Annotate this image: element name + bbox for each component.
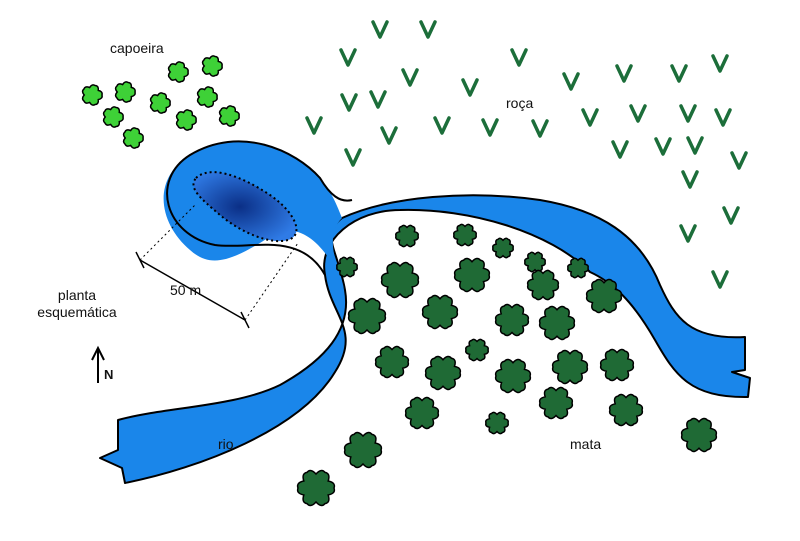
dark-tree-icon (538, 386, 574, 420)
dark-tree-icon (395, 224, 419, 248)
v-shaped-plant-icon (419, 20, 437, 39)
v-shaped-plant-icon (461, 78, 479, 97)
dark-tree-icon (404, 396, 440, 430)
v-shaped-plant-icon (344, 148, 362, 167)
dark-tree-icon (374, 345, 410, 379)
dark-tree-icon (608, 393, 644, 427)
dark-tree-icon (494, 358, 532, 394)
capoeira-shrubs (81, 55, 240, 149)
light-shrub-icon (167, 61, 189, 83)
v-shaped-plant-icon (679, 104, 697, 123)
dark-tree-icon (526, 269, 560, 301)
v-shaped-plant-icon (531, 119, 549, 138)
v-shaped-plant-icon (481, 118, 499, 137)
capoeira-label: capoeira (110, 40, 164, 56)
dark-tree-icon (465, 338, 489, 362)
dark-tree-icon (453, 257, 491, 293)
v-shaped-plant-icon (615, 64, 633, 83)
v-shaped-plant-icon (679, 224, 697, 243)
dark-tree-icon (347, 297, 387, 335)
mata-label: mata (570, 436, 602, 452)
dark-tree-icon (485, 411, 509, 435)
v-shaped-plant-icon (340, 93, 358, 112)
v-shaped-plant-icon (711, 270, 729, 289)
v-shaped-plant-icon (730, 151, 748, 170)
planta-label-line2: esquemática (37, 304, 117, 320)
dark-tree-icon (680, 417, 718, 453)
v-shaped-plant-icon (722, 206, 740, 225)
north-label: N (104, 367, 114, 382)
light-shrub-icon (81, 84, 103, 106)
scale-label: 50 m (170, 282, 202, 298)
dark-tree-icon (453, 223, 477, 247)
v-shaped-plant-icon (369, 90, 387, 109)
v-shaped-plant-icon (654, 137, 672, 156)
light-shrub-icon (122, 127, 144, 149)
dark-tree-icon (494, 303, 530, 337)
dark-tree-icon (424, 355, 462, 391)
v-shaped-plant-icon (711, 54, 729, 73)
river-upper-loop-outline (166, 140, 353, 276)
dark-tree-icon (343, 431, 383, 469)
roca-label: roça (506, 95, 534, 111)
v-shaped-plant-icon (380, 126, 398, 145)
v-shaped-plant-icon (686, 136, 704, 155)
v-shaped-plant-icon (510, 48, 528, 67)
dark-tree-icon (567, 257, 589, 279)
v-shaped-plant-icon (629, 104, 647, 123)
dark-tree-icon (551, 349, 589, 385)
roca-plants (305, 20, 748, 289)
dark-tree-icon (524, 251, 546, 273)
v-shaped-plant-icon (371, 20, 389, 39)
light-shrub-icon (175, 109, 197, 131)
v-shaped-plant-icon (433, 116, 451, 135)
light-shrub-icon (102, 106, 124, 128)
light-shrub-icon (201, 55, 223, 77)
light-shrub-icon (218, 105, 240, 127)
v-shaped-plant-icon (305, 116, 323, 135)
v-shaped-plant-icon (681, 170, 699, 189)
deep-pool (192, 171, 298, 243)
light-shrub-icon (149, 92, 171, 114)
v-shaped-plant-icon (611, 140, 629, 159)
light-shrub-icon (196, 86, 218, 108)
north-arrow-icon (91, 345, 105, 383)
rio-label: rio (218, 436, 234, 452)
v-shaped-plant-icon (714, 108, 732, 127)
v-shaped-plant-icon (670, 64, 688, 83)
dark-tree-icon (599, 348, 635, 382)
v-shaped-plant-icon (581, 108, 599, 127)
planta-label-line1: planta (57, 287, 97, 303)
dark-tree-icon (380, 261, 420, 299)
v-shaped-plant-icon (339, 48, 357, 67)
v-shaped-plant-icon (562, 72, 580, 91)
dark-tree-icon (538, 305, 576, 341)
v-shaped-plant-icon (401, 68, 419, 87)
light-shrub-icon (114, 81, 136, 103)
dark-tree-icon (296, 469, 336, 507)
scale-bar (135, 204, 299, 329)
mata-trees (296, 223, 718, 507)
dark-tree-icon (492, 237, 514, 259)
dark-tree-icon (421, 294, 459, 330)
dark-tree-icon (336, 256, 358, 278)
dark-tree-icon (585, 278, 623, 314)
